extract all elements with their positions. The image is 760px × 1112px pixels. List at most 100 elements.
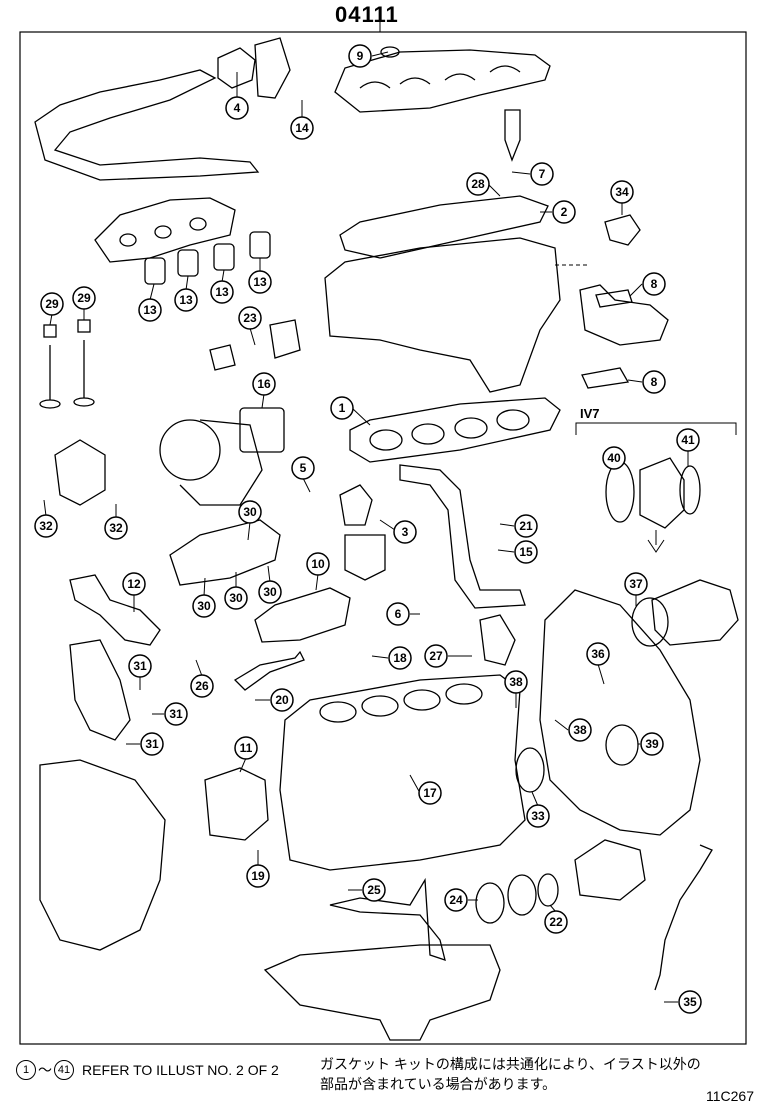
callout-2[interactable]: 2 — [540, 200, 576, 224]
callout-35[interactable]: 35 — [664, 990, 702, 1014]
ref-text: REFER TO ILLUST NO. 2 OF 2 — [82, 1062, 279, 1078]
exhaust-flange — [217, 37, 291, 99]
svg-text:35: 35 — [683, 995, 697, 1009]
svg-text:19: 19 — [251, 869, 265, 883]
callout-11[interactable]: 11 — [234, 736, 258, 773]
callout-29-1[interactable]: 29 — [40, 292, 64, 326]
oil-filter-bracket — [54, 439, 106, 506]
callout-30-4[interactable]: 30 — [258, 565, 282, 604]
subassembly-label: IV7 — [580, 406, 600, 421]
callout-24[interactable]: 24 — [444, 888, 478, 912]
callout-19[interactable]: 19 — [246, 850, 270, 888]
svg-text:1: 1 — [339, 401, 346, 415]
vacuum-pump — [479, 614, 516, 666]
callout-22[interactable]: 22 — [544, 904, 568, 934]
svg-text:10: 10 — [311, 557, 325, 571]
starter-gear — [269, 319, 301, 359]
callout-13-3[interactable]: 13 — [210, 269, 234, 304]
callout-30-3[interactable]: 30 — [224, 572, 248, 610]
oring-22 — [537, 873, 559, 907]
svg-text:12: 12 — [127, 577, 141, 591]
svg-text:30: 30 — [229, 591, 243, 605]
svg-text:13: 13 — [253, 275, 267, 289]
turbocharger — [159, 419, 263, 506]
callout-32-1[interactable]: 32 — [34, 499, 58, 538]
callout-17[interactable]: 17 — [409, 774, 442, 805]
intake-manifold — [169, 519, 281, 586]
oil-pump-housing — [507, 874, 537, 916]
exhaust-pipe — [34, 69, 260, 181]
injector — [504, 109, 521, 162]
svg-text:8: 8 — [651, 277, 658, 291]
callout-21[interactable]: 21 — [499, 514, 538, 538]
callout-15[interactable]: 15 — [497, 540, 538, 564]
callout-3[interactable]: 3 — [379, 519, 417, 544]
callout-9[interactable]: 9 — [348, 44, 389, 68]
svg-text:15: 15 — [519, 545, 533, 559]
callout-7[interactable]: 7 — [511, 162, 554, 186]
callout-37[interactable]: 37 — [624, 572, 648, 606]
svg-text:3: 3 — [402, 525, 409, 539]
svg-text:33: 33 — [531, 809, 545, 823]
callout-28[interactable]: 28 — [466, 172, 501, 197]
svg-text:26: 26 — [195, 679, 209, 693]
callout-38-2[interactable]: 38 — [554, 718, 592, 742]
water-hose — [399, 464, 526, 609]
callout-13-4[interactable]: 13 — [248, 258, 272, 294]
footer-note-line1: ガスケット キットの構成には共通化により、イラスト以外の — [320, 1056, 701, 1072]
callout-32-2[interactable]: 32 — [104, 504, 128, 540]
callout-16[interactable]: 16 — [252, 372, 276, 409]
diagram-frame — [19, 31, 747, 1045]
callout-39[interactable]: 39 — [638, 732, 664, 756]
callout-34[interactable]: 34 — [610, 180, 634, 215]
water-inlet — [69, 639, 131, 741]
callout-38-1[interactable]: 38 — [504, 670, 528, 708]
callout-5[interactable]: 5 — [291, 456, 315, 493]
svg-text:20: 20 — [275, 693, 289, 707]
callout-14[interactable]: 14 — [290, 100, 314, 140]
svg-text:39: 39 — [645, 737, 659, 751]
callout-13-1[interactable]: 13 — [138, 283, 162, 322]
cylinder-head-gasket — [349, 397, 561, 463]
svg-text:23: 23 — [243, 311, 257, 325]
callout-8-2[interactable]: 8 — [627, 370, 666, 394]
callout-6[interactable]: 6 — [386, 602, 420, 626]
hose-connector-34 — [604, 214, 641, 246]
callout-36[interactable]: 36 — [586, 642, 610, 685]
subassembly-iv7: IV7 — [575, 406, 737, 553]
callout-33[interactable]: 33 — [526, 791, 550, 828]
callout-29-2[interactable]: 29 — [72, 286, 96, 320]
callout-40[interactable]: 40 — [602, 446, 626, 470]
callout-41[interactable]: 41 — [676, 428, 700, 466]
footer-note-line2: 部品が含まれている場合があります。 — [320, 1076, 557, 1092]
callout-18[interactable]: 18 — [371, 646, 412, 670]
callout-31-3[interactable]: 31 — [126, 732, 164, 756]
illustration-code: 11C267 — [705, 1088, 754, 1104]
water-pump — [204, 767, 269, 841]
callout-25[interactable]: 25 — [348, 878, 386, 902]
callout-20[interactable]: 20 — [255, 688, 294, 712]
oil-filler-cap — [380, 46, 400, 58]
callout-1[interactable]: 1 — [330, 396, 371, 426]
callout-26[interactable]: 26 — [190, 659, 214, 698]
callout-13-2[interactable]: 13 — [174, 275, 198, 312]
sensor-23 — [209, 344, 236, 371]
callout-31-1[interactable]: 31 — [128, 654, 152, 690]
callout-31-2[interactable]: 31 — [152, 702, 188, 726]
svg-text:9: 9 — [357, 49, 364, 63]
camshaft-housing — [579, 284, 669, 346]
callout-30-1[interactable]: 30 — [238, 500, 262, 541]
svg-text:31: 31 — [133, 659, 147, 673]
callout-4[interactable]: 4 — [225, 72, 249, 120]
callout-12[interactable]: 12 — [122, 572, 146, 612]
diagram-title: 04111 — [335, 2, 399, 27]
callouts: 9 4 14 7 28 2 34 13 13 13 13 8 8 29 29 2… — [34, 44, 702, 1014]
callout-8-1[interactable]: 8 — [629, 272, 666, 297]
footer-note: ガスケット キットの構成には共通化により、イラスト以外の 部品が含まれている場合… — [320, 1054, 740, 1094]
callout-10[interactable]: 10 — [306, 552, 330, 591]
svg-text:38: 38 — [573, 723, 587, 737]
callout-30-2[interactable]: 30 — [192, 577, 216, 618]
callout-27[interactable]: 27 — [424, 644, 472, 668]
callout-23[interactable]: 23 — [238, 306, 262, 346]
